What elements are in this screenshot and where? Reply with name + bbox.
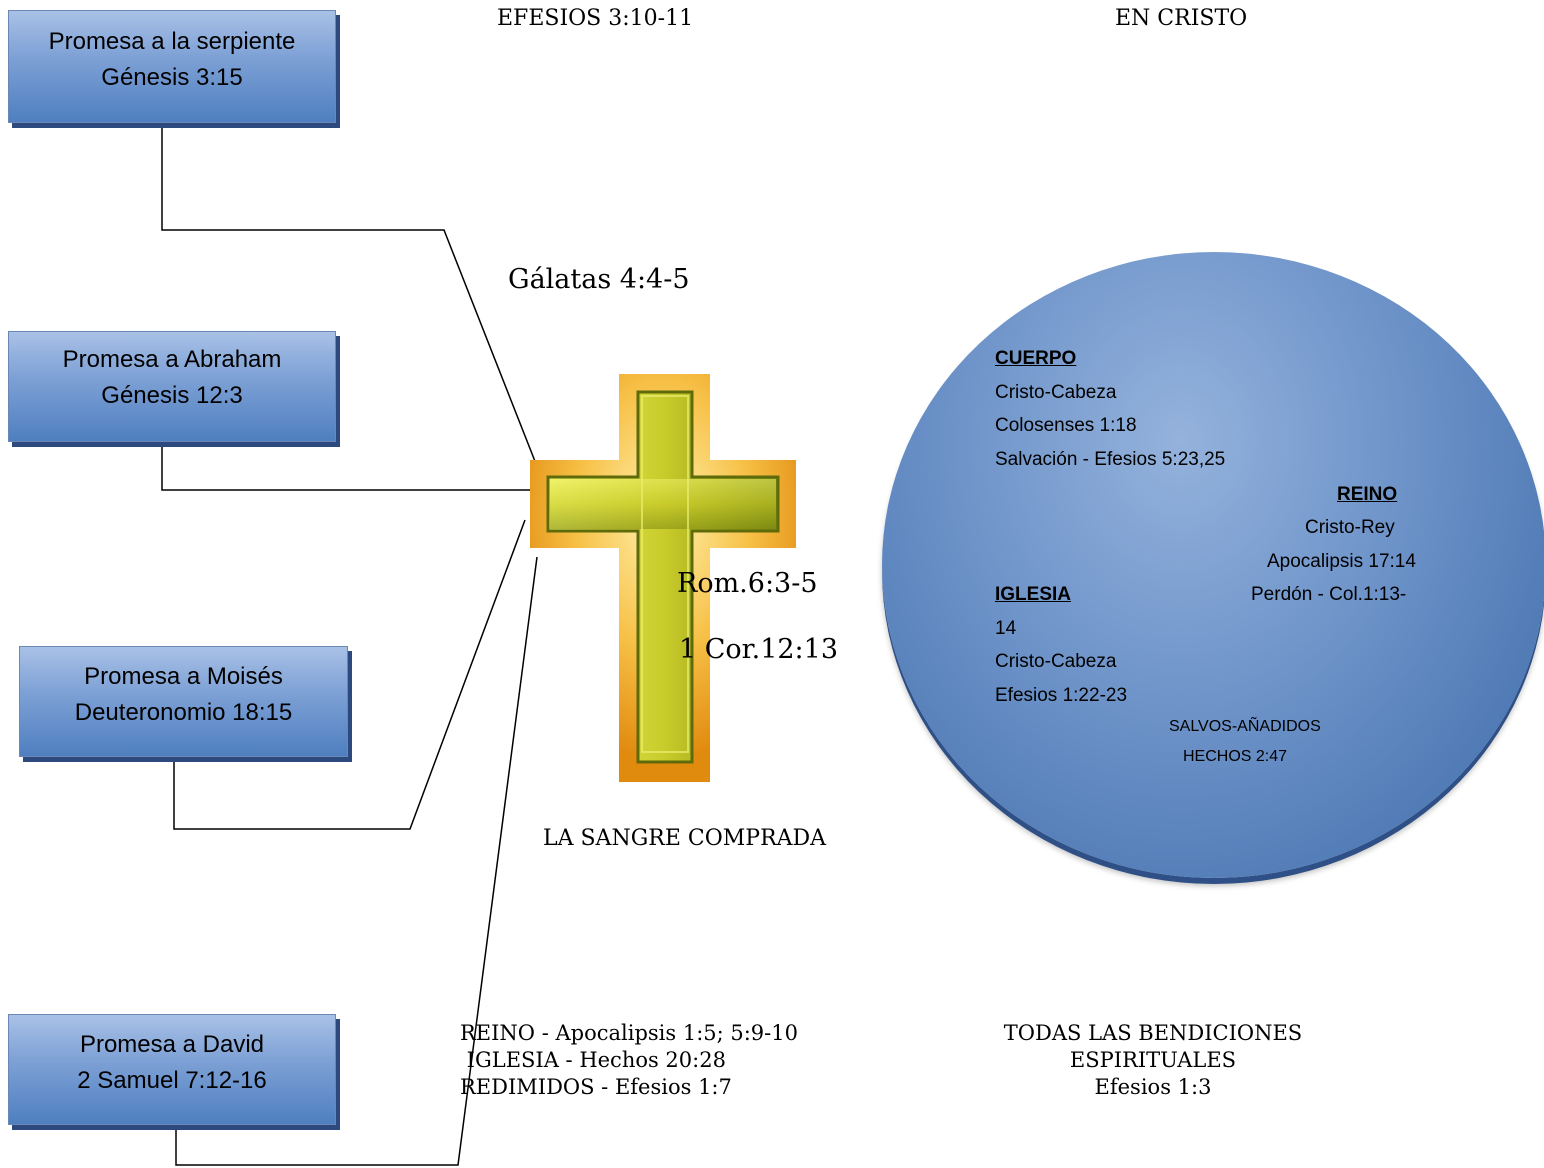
iglesia-line-2: Efesios 1:22-23 (995, 685, 1128, 706)
heading-sangre-comprada: LA SANGRE COMPRADA (543, 826, 827, 851)
church-circle (882, 252, 1544, 878)
iglesia-line-1: Cristo-Cabeza (995, 651, 1117, 672)
cuerpo-line-3: Salvación - Efesios 5:23,25 (995, 449, 1226, 470)
heading-galatas: Gálatas 4:4-5 (508, 264, 690, 295)
heading-corintios: 1 Cor.12:13 (679, 634, 839, 665)
promise-reference: 2 Samuel 7:12-16 (77, 1067, 267, 1094)
connector-david (175, 556, 538, 1166)
connector-serpiente (161, 125, 541, 475)
bottom-right-line-1: TODAS LAS BENDICIONES (1003, 1021, 1303, 1045)
promise-box-moises: Promesa a Moisés Deuteronomio 18:15 (19, 646, 348, 757)
promise-title: Promesa a Abraham (62, 346, 282, 373)
bottom-left-text: REINO - Apocalipsis 1:5; 5:9-10 IGLESIA … (460, 1020, 798, 1101)
bottom-left-line-3: REDIMIDOS - Efesios 1:7 (460, 1075, 732, 1099)
salvos-line-1: SALVOS-AÑADIDOS (1169, 718, 1321, 735)
bottom-left-line-2: IGLESIA - Hechos 20:28 (460, 1048, 726, 1072)
promise-box-david: Promesa a David 2 Samuel 7:12-16 (8, 1014, 336, 1125)
reino-line-3: Perdón - Col.1:13- (1251, 584, 1407, 605)
cross-icon (530, 374, 796, 782)
salvos-line-2: HECHOS 2:47 (1183, 748, 1288, 765)
bottom-left-line-1: REINO - Apocalipsis 1:5; 5:9-10 (460, 1021, 798, 1045)
connector-moises (173, 519, 526, 830)
heading-en-cristo: EN CRISTO (1115, 6, 1248, 31)
reino-line-2: Apocalipsis 17:14 (1267, 551, 1416, 572)
bottom-right-line-2: ESPIRITUALES (1069, 1048, 1237, 1072)
promise-title: Promesa a David (79, 1031, 265, 1058)
promise-title: Promesa a la serpiente (48, 28, 296, 55)
reino-line-1: Cristo-Rey (1305, 517, 1395, 538)
bottom-right-line-3: Efesios 1:3 (1094, 1075, 1212, 1099)
heading-romanos: Rom.6:3-5 (677, 568, 818, 599)
connector-abraham (161, 444, 540, 491)
cuerpo-line-2: Colosenses 1:18 (995, 415, 1137, 436)
reino-line-4: 14 (995, 618, 1017, 639)
cuerpo-line-1: Cristo-Cabeza (995, 382, 1117, 403)
promise-reference: Deuteronomio 18:15 (74, 699, 293, 726)
iglesia-title: IGLESIA (995, 584, 1072, 605)
promise-box-abraham: Promesa a Abraham Génesis 12:3 (8, 331, 336, 442)
promise-reference: Génesis 12:3 (101, 382, 243, 409)
bottom-right-text: TODAS LAS BENDICIONES ESPIRITUALES Efesi… (988, 1020, 1318, 1101)
promise-box-serpiente: Promesa a la serpiente Génesis 3:15 (8, 10, 336, 123)
promise-reference: Génesis 3:15 (101, 64, 243, 91)
reino-title: REINO (1337, 484, 1398, 505)
heading-efesios: EFESIOS 3:10-11 (497, 6, 694, 31)
cuerpo-title: CUERPO (995, 348, 1077, 369)
promise-title: Promesa a Moisés (84, 663, 283, 690)
